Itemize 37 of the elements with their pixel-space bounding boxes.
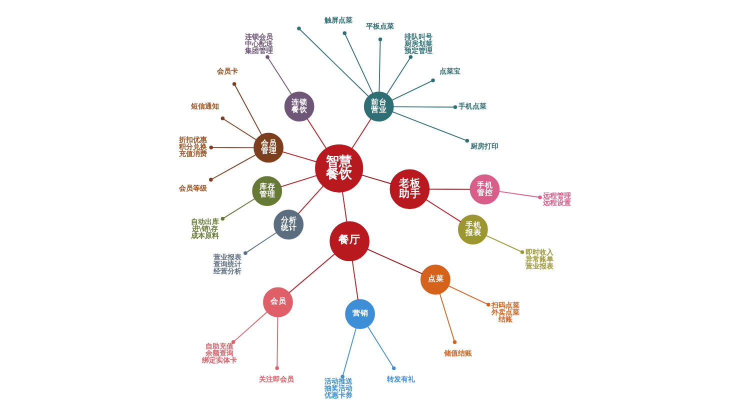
connector	[428, 188, 470, 190]
connector	[386, 55, 412, 95]
connector	[340, 328, 356, 378]
connector	[424, 198, 461, 222]
connector	[280, 174, 317, 188]
connector	[265, 55, 292, 95]
connector	[274, 316, 278, 370]
connector	[498, 190, 542, 200]
connector	[288, 253, 335, 294]
connector	[366, 248, 422, 274]
connector	[390, 78, 434, 101]
connector	[208, 154, 256, 182]
node-circle: 餐厅	[329, 221, 369, 262]
connector	[243, 232, 277, 256]
connector	[351, 260, 358, 300]
connector	[378, 37, 382, 92]
connector	[297, 185, 324, 214]
connector	[220, 198, 255, 221]
connector	[208, 146, 254, 150]
connector	[232, 82, 262, 136]
connector	[282, 151, 317, 162]
node-circle: 老板助手	[389, 169, 430, 210]
connector	[366, 326, 396, 370]
connector	[306, 118, 326, 150]
node-circle: 智慧餐饮	[314, 144, 363, 192]
connector	[220, 116, 256, 140]
connector	[392, 105, 457, 110]
connector	[438, 292, 456, 344]
connector	[391, 111, 469, 143]
connector	[448, 285, 490, 307]
connector	[230, 312, 267, 344]
connector	[360, 174, 392, 184]
connector	[342, 31, 373, 94]
connector	[299, 29, 369, 97]
connector	[350, 118, 371, 150]
connector	[341, 191, 347, 223]
connector	[485, 235, 524, 254]
